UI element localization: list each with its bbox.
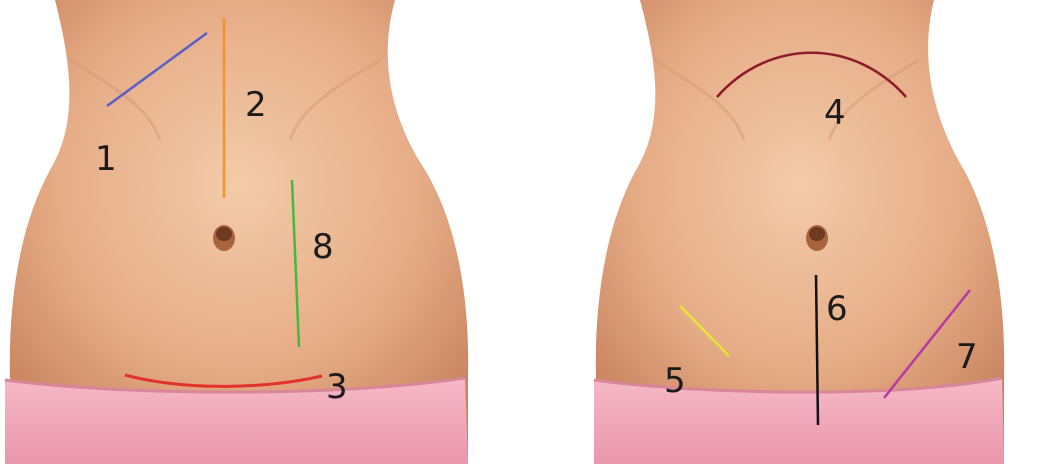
incision-7-label: 7: [956, 337, 978, 377]
left-torso-panel: 1 2 8 3: [0, 0, 520, 464]
incision-8-label: 8: [312, 227, 334, 267]
navel-inner: [216, 227, 232, 241]
navel-inner: [809, 227, 825, 241]
incision-1-label: 1: [95, 139, 117, 179]
incision-4-label: 4: [824, 93, 846, 133]
right-torso-panel: 4 5 6 7: [524, 0, 1044, 464]
left-torso-illustration: 1 2 8 3: [0, 0, 520, 464]
incision-6-label: 6: [826, 289, 848, 329]
incision-3-label: 3: [326, 367, 348, 407]
incision-2-label: 2: [245, 85, 267, 125]
incision-5-label: 5: [664, 361, 686, 401]
right-torso-illustration: 4 5 6 7: [524, 0, 1044, 464]
